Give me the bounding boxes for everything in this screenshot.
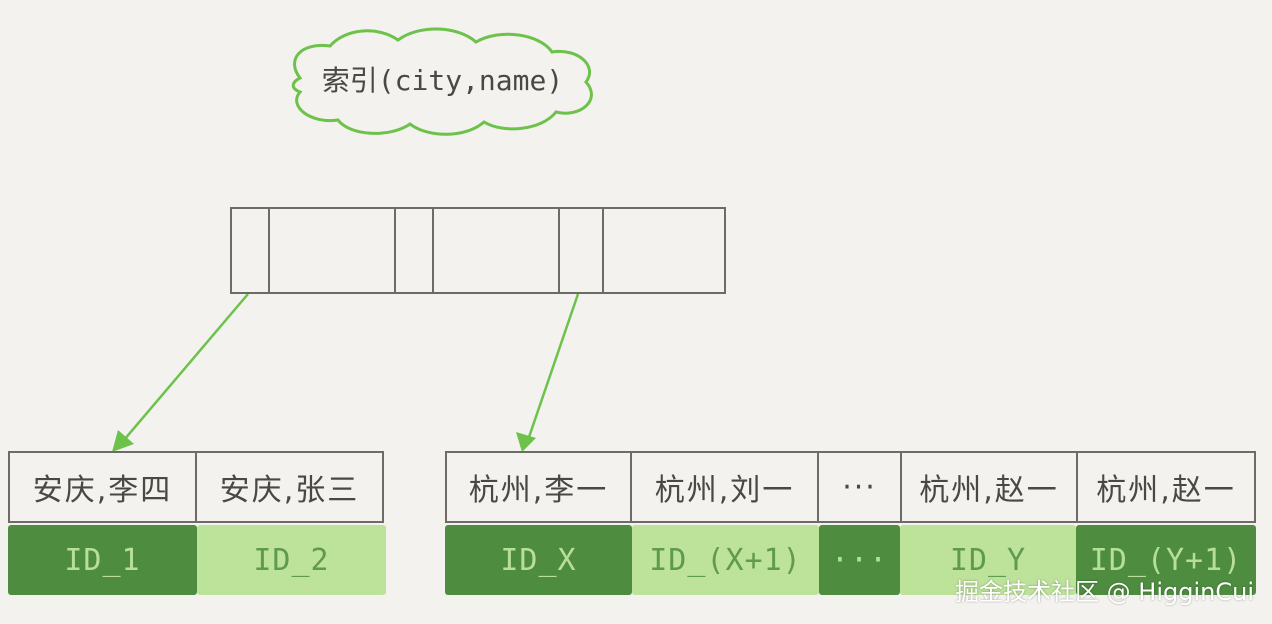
index-label: 索引(city,name)	[321, 64, 564, 97]
leaf-id-cell: ID_(X+1)	[632, 525, 819, 595]
leaf-id-cell: ···	[819, 525, 900, 595]
leaf-id-cell: ID_2	[197, 525, 386, 595]
leaf-key-cell: 安庆,张三	[195, 451, 384, 523]
leaf-id-cell: ID_X	[445, 525, 632, 595]
root-pointer-slot	[558, 207, 604, 294]
leaf-id-cell: ID_(Y+1)	[1076, 525, 1256, 595]
leaf-key-cell: 杭州,赵一	[1076, 451, 1256, 523]
arrow-to-right-leaf	[516, 293, 580, 452]
leaf-key-cell: 杭州,李一	[445, 451, 632, 523]
leaf-key-cell: 杭州,赵一	[900, 451, 1078, 523]
root-key-slot	[432, 207, 560, 294]
watermark: 掘金技术社区 @ HigginCui	[955, 578, 1254, 606]
leaf-id-cell: ID_Y	[900, 525, 1076, 595]
leaf-key-cell: 安庆,李四	[8, 451, 197, 523]
root-pointer-slot	[230, 207, 270, 294]
leaf-key-cell: ···	[817, 451, 902, 523]
leaf-key-cell: 杭州,刘一	[630, 451, 819, 523]
leaf-id-cell: ID_1	[8, 525, 197, 595]
root-key-slot	[268, 207, 396, 294]
arrow-to-left-leaf	[112, 293, 249, 452]
index-cloud-shape	[291, 27, 593, 136]
root-pointer-slot	[394, 207, 434, 294]
root-key-slot	[602, 207, 726, 294]
